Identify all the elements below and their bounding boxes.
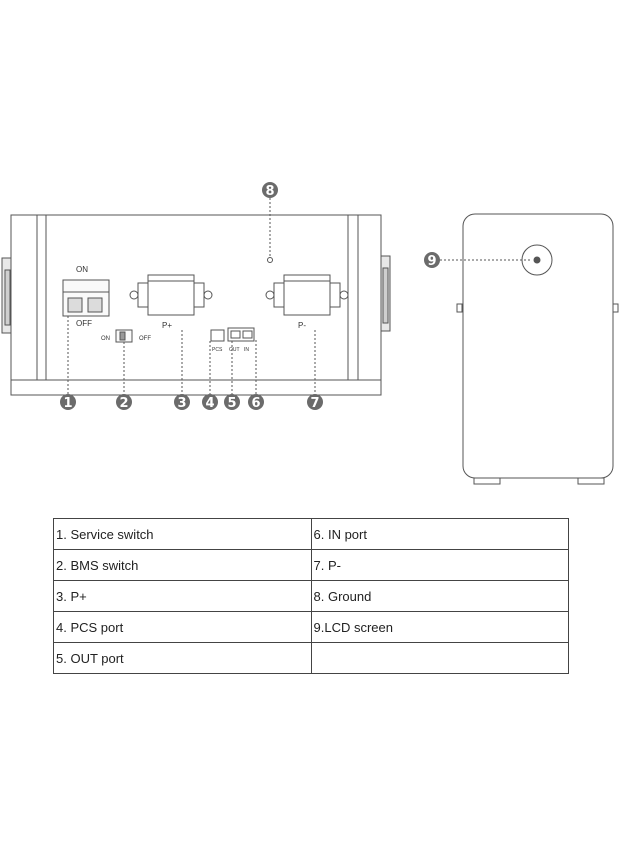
svg-text:7: 7 xyxy=(310,396,319,411)
legend-cell xyxy=(310,642,569,674)
callout-2: 2 xyxy=(116,394,132,411)
in-label: IN xyxy=(244,347,249,353)
legend-cell: 1. Service switch xyxy=(53,518,312,550)
svg-text:9: 9 xyxy=(427,254,436,269)
legend-cell: 9.LCD screen xyxy=(310,611,569,643)
ground-symbol xyxy=(267,257,273,263)
svg-text:8: 8 xyxy=(265,184,274,199)
bms-on-label: ON xyxy=(101,336,110,342)
legend-cell: 4. PCS port xyxy=(53,611,312,643)
callout-1: 1 xyxy=(60,394,76,411)
table-row: 4. PCS port 9.LCD screen xyxy=(53,611,569,643)
leader-lines xyxy=(67,198,530,395)
table-row: 1. Service switch 6. IN port xyxy=(53,518,569,550)
svg-text:1: 1 xyxy=(63,396,72,411)
side-body xyxy=(462,213,614,479)
svg-text:5: 5 xyxy=(227,396,236,411)
callout-3: 3 xyxy=(174,394,190,411)
legend-table: 1. Service switch 6. IN port 2. BMS swit… xyxy=(53,518,569,674)
callout-7: 7 xyxy=(307,394,323,411)
lcd-screen xyxy=(521,244,553,276)
svg-text:4: 4 xyxy=(205,396,214,411)
p-plus-terminal xyxy=(129,274,213,316)
legend-cell: 3. P+ xyxy=(53,580,312,612)
callout-4: 4 xyxy=(202,394,218,411)
table-row: 2. BMS switch 7. P- xyxy=(53,549,569,581)
bms-off-label: OFF xyxy=(139,336,151,342)
callout-9: 9 xyxy=(424,252,440,269)
service-switch-off-label: OFF xyxy=(76,319,92,328)
callout-8: 8 xyxy=(262,182,278,199)
service-switch-on-label: ON xyxy=(76,265,88,274)
p-minus-label: P- xyxy=(298,321,306,330)
pcs-port xyxy=(210,329,225,342)
legend-cell: 2. BMS switch xyxy=(53,549,312,581)
out-label: OUT xyxy=(229,347,240,353)
table-row: 5. OUT port xyxy=(53,642,569,674)
svg-text:2: 2 xyxy=(119,396,128,411)
callout-5: 5 xyxy=(224,394,240,411)
front-view xyxy=(1,198,530,396)
legend-cell: 7. P- xyxy=(310,549,569,581)
out-in-ports xyxy=(227,327,255,342)
battery-diagram: ON OFF ON OFF P+ P- PCS OUT IN 1 2 3 4 5… xyxy=(1,182,619,485)
table-row: 3. P+ 8. Ground xyxy=(53,580,569,612)
legend-cell: 6. IN port xyxy=(310,518,569,550)
svg-text:3: 3 xyxy=(177,396,186,411)
svg-text:6: 6 xyxy=(251,396,260,411)
legend-cell: 5. OUT port xyxy=(53,642,312,674)
legend-cell: 8. Ground xyxy=(310,580,569,612)
bms-switch xyxy=(115,329,133,343)
side-view xyxy=(456,213,619,485)
service-switch xyxy=(62,279,110,317)
callout-6: 6 xyxy=(248,394,264,411)
p-minus-terminal xyxy=(265,274,349,316)
pcs-label: PCS xyxy=(212,347,223,353)
p-plus-label: P+ xyxy=(162,321,172,330)
